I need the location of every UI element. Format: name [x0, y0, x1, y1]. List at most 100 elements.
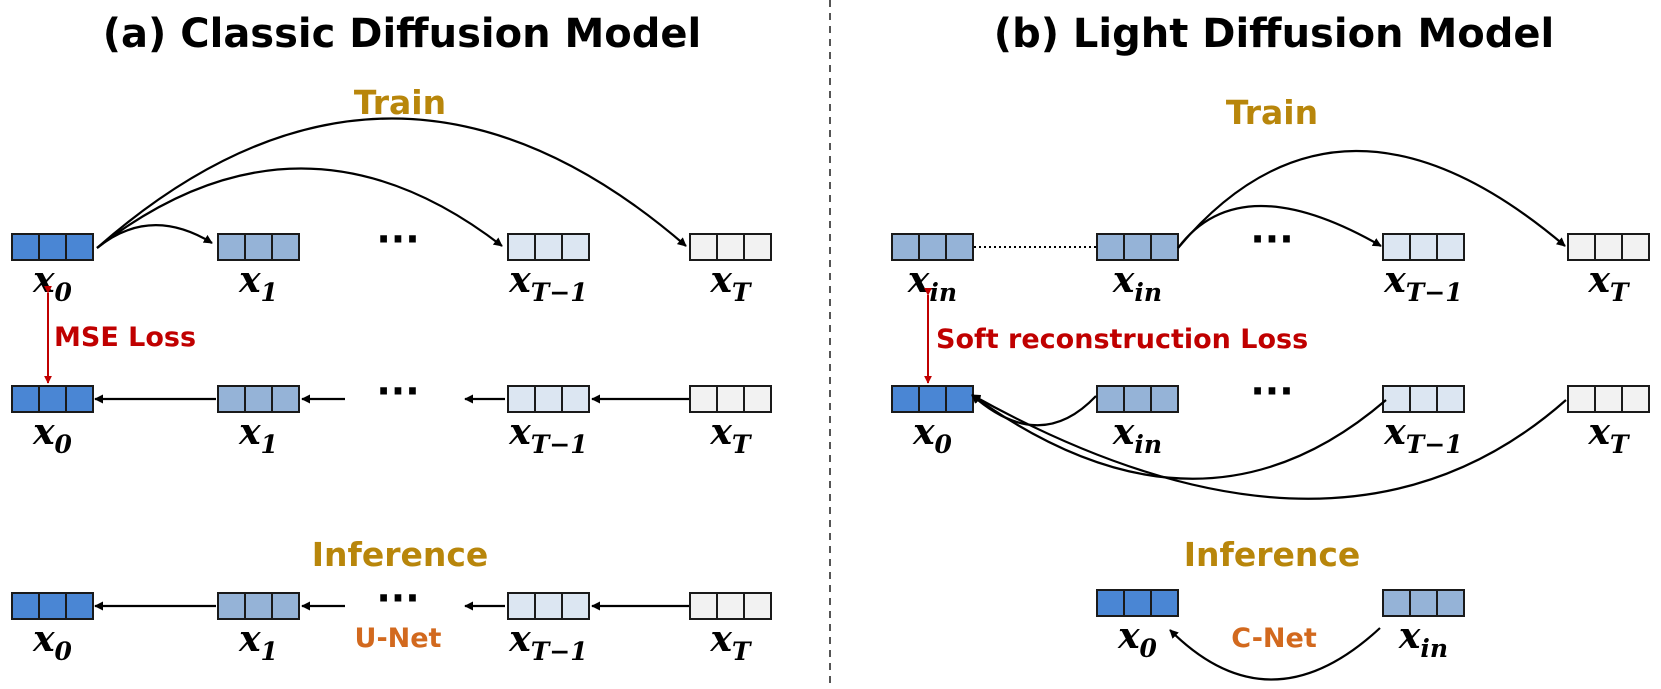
panel-a-train-label: Train: [354, 83, 446, 122]
state-label-subscript: T: [732, 637, 753, 666]
state-cell: [1123, 233, 1152, 261]
panel-a-title: (a) Classic Diffusion Model: [103, 11, 701, 57]
state-cell: [689, 385, 718, 413]
state-cell: [217, 592, 246, 620]
state-label-var: x: [1587, 411, 1610, 453]
state-box-b-train-xTm1: [1382, 233, 1465, 261]
state-label-subscript: in: [929, 278, 957, 307]
state-cell: [918, 385, 947, 413]
state-label-subscript: 0: [55, 637, 73, 666]
state-cell: [561, 385, 590, 413]
state-cell: [11, 592, 40, 620]
state-label-var: x: [709, 618, 732, 660]
panel-b-title: (b) Light Diffusion Model: [994, 11, 1554, 57]
state-cell: [217, 233, 246, 261]
state-label-var: x: [709, 411, 732, 453]
state-box-b-inf-x0: [1096, 589, 1179, 617]
state-label-var: x: [1398, 615, 1421, 657]
state-cell: [11, 385, 40, 413]
state-cell: [1567, 233, 1596, 261]
state-cell: [1096, 589, 1125, 617]
state-cell: [1567, 385, 1596, 413]
state-cell: [1621, 385, 1650, 413]
state-label-var: x: [912, 411, 935, 453]
state-label-subscript: 1: [261, 637, 278, 666]
state-label-b-train-xin-left: xin: [907, 259, 957, 307]
state-cell: [1123, 589, 1152, 617]
state-label-subscript: 0: [1140, 634, 1158, 663]
state-cell: [1150, 385, 1179, 413]
state-label-a-rev-x1: x1: [238, 411, 278, 459]
arrow-a-x0-to-xT: [96, 117, 687, 249]
state-box-b-rev-xT: [1567, 385, 1650, 413]
state-cell: [561, 592, 590, 620]
state-box-b-train-xT: [1567, 233, 1650, 261]
state-box-b-inf-xin: [1382, 589, 1465, 617]
panel-b-train-dots: ···: [1250, 217, 1293, 261]
state-cell: [1096, 385, 1125, 413]
state-label-subscript: 0: [55, 278, 73, 307]
state-cell: [38, 592, 67, 620]
state-cell: [1150, 233, 1179, 261]
state-label-var: x: [238, 259, 261, 301]
state-label-a-rev-xTm1: xT−1: [508, 411, 587, 459]
state-label-b-inf-xin: xin: [1398, 615, 1448, 663]
cnet-label: C-Net: [1231, 623, 1317, 654]
state-cell: [716, 385, 745, 413]
state-label-var: x: [1383, 411, 1406, 453]
state-label-var: x: [508, 411, 531, 453]
state-box-a-inf-x0: [11, 592, 94, 620]
state-cell: [271, 592, 300, 620]
state-cell: [38, 385, 67, 413]
state-cell: [945, 385, 974, 413]
state-cell: [1436, 233, 1465, 261]
soft-recon-loss-label: Soft reconstruction Loss: [936, 324, 1308, 355]
state-box-b-rev-xTm1: [1382, 385, 1465, 413]
state-box-a-inf-xT: [689, 592, 772, 620]
state-label-b-rev-xTm1: xT−1: [1383, 411, 1462, 459]
state-label-subscript: T−1: [531, 278, 588, 307]
state-cell: [1594, 385, 1623, 413]
state-cell: [1382, 589, 1411, 617]
arrow-b-rev-xT-to-x0: [971, 394, 1567, 500]
state-cell: [1409, 589, 1438, 617]
state-cell: [743, 592, 772, 620]
panel-a-inference-dots: ···: [376, 576, 419, 620]
state-label-a-train-xT: xT: [709, 259, 752, 307]
state-label-subscript: 1: [261, 278, 278, 307]
state-box-a-train-xTm1: [507, 233, 590, 261]
state-label-a-rev-x0: x0: [32, 411, 72, 459]
state-cell: [65, 592, 94, 620]
state-cell: [65, 385, 94, 413]
state-box-a-rev-x1: [217, 385, 300, 413]
state-cell: [1150, 589, 1179, 617]
panel-b-train-label: Train: [1226, 93, 1318, 132]
state-label-subscript: 0: [935, 430, 953, 459]
state-cell: [244, 592, 273, 620]
state-cell: [271, 233, 300, 261]
state-label-b-inf-x0: x0: [1117, 615, 1157, 663]
arrow-b-xin-to-xT: [1177, 150, 1566, 249]
state-box-a-train-xT: [689, 233, 772, 261]
state-cell: [38, 233, 67, 261]
state-cell: [743, 385, 772, 413]
state-box-a-rev-x0: [11, 385, 94, 413]
state-label-var: x: [508, 618, 531, 660]
state-label-a-inf-xTm1: xT−1: [508, 618, 587, 666]
arrow-a-x0-to-xTm1: [96, 167, 503, 249]
state-label-a-train-xTm1: xT−1: [508, 259, 587, 307]
state-label-subscript: T: [1610, 430, 1631, 459]
state-cell: [534, 233, 563, 261]
state-label-subscript: T−1: [531, 637, 588, 666]
state-label-var: x: [1112, 259, 1135, 301]
state-label-var: x: [32, 259, 55, 301]
arrow-b-inf-xin-to-x0: [1169, 627, 1381, 681]
state-label-var: x: [1112, 411, 1135, 453]
state-cell: [1436, 589, 1465, 617]
arrow-a-x0-to-x1: [96, 224, 213, 249]
state-label-var: x: [32, 411, 55, 453]
state-cell: [1409, 233, 1438, 261]
arrow-b-rev-xTm1-to-x0: [971, 394, 1387, 480]
state-cell: [507, 385, 536, 413]
